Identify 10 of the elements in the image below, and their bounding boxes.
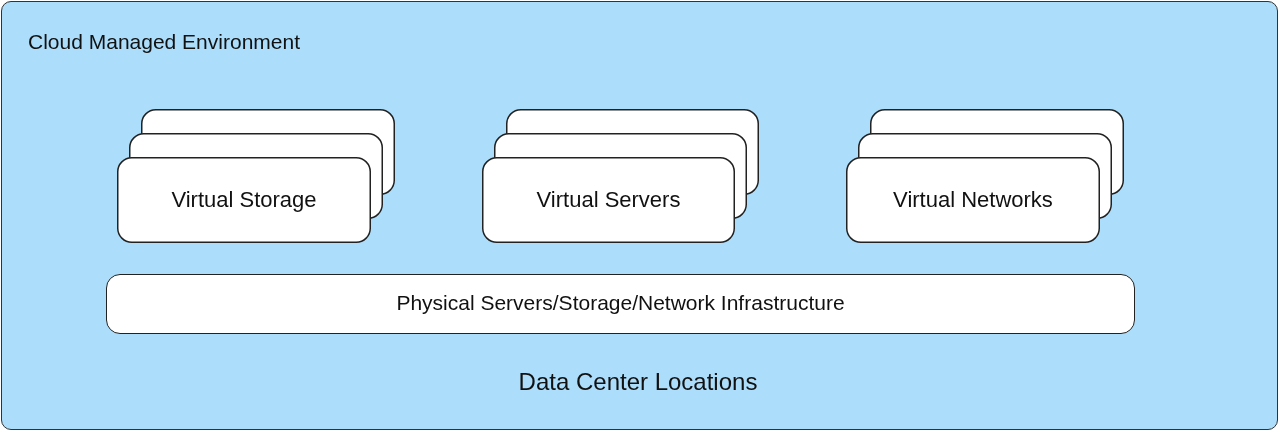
infrastructure-bar bbox=[106, 274, 1135, 334]
bar-label: Physical Servers/Storage/Network Infrastructure bbox=[395, 291, 846, 315]
card-label: Virtual Storage bbox=[170, 187, 318, 213]
panel-footer-label: Data Center Locations bbox=[517, 368, 759, 396]
stacked-card-group bbox=[482, 109, 759, 243]
stacked-card-group bbox=[846, 109, 1124, 243]
card-label: Virtual Servers bbox=[535, 187, 682, 213]
stacked-card-group bbox=[117, 109, 395, 243]
card-label: Virtual Networks bbox=[892, 187, 1054, 213]
panel-title: Cloud Managed Environment bbox=[28, 30, 300, 54]
